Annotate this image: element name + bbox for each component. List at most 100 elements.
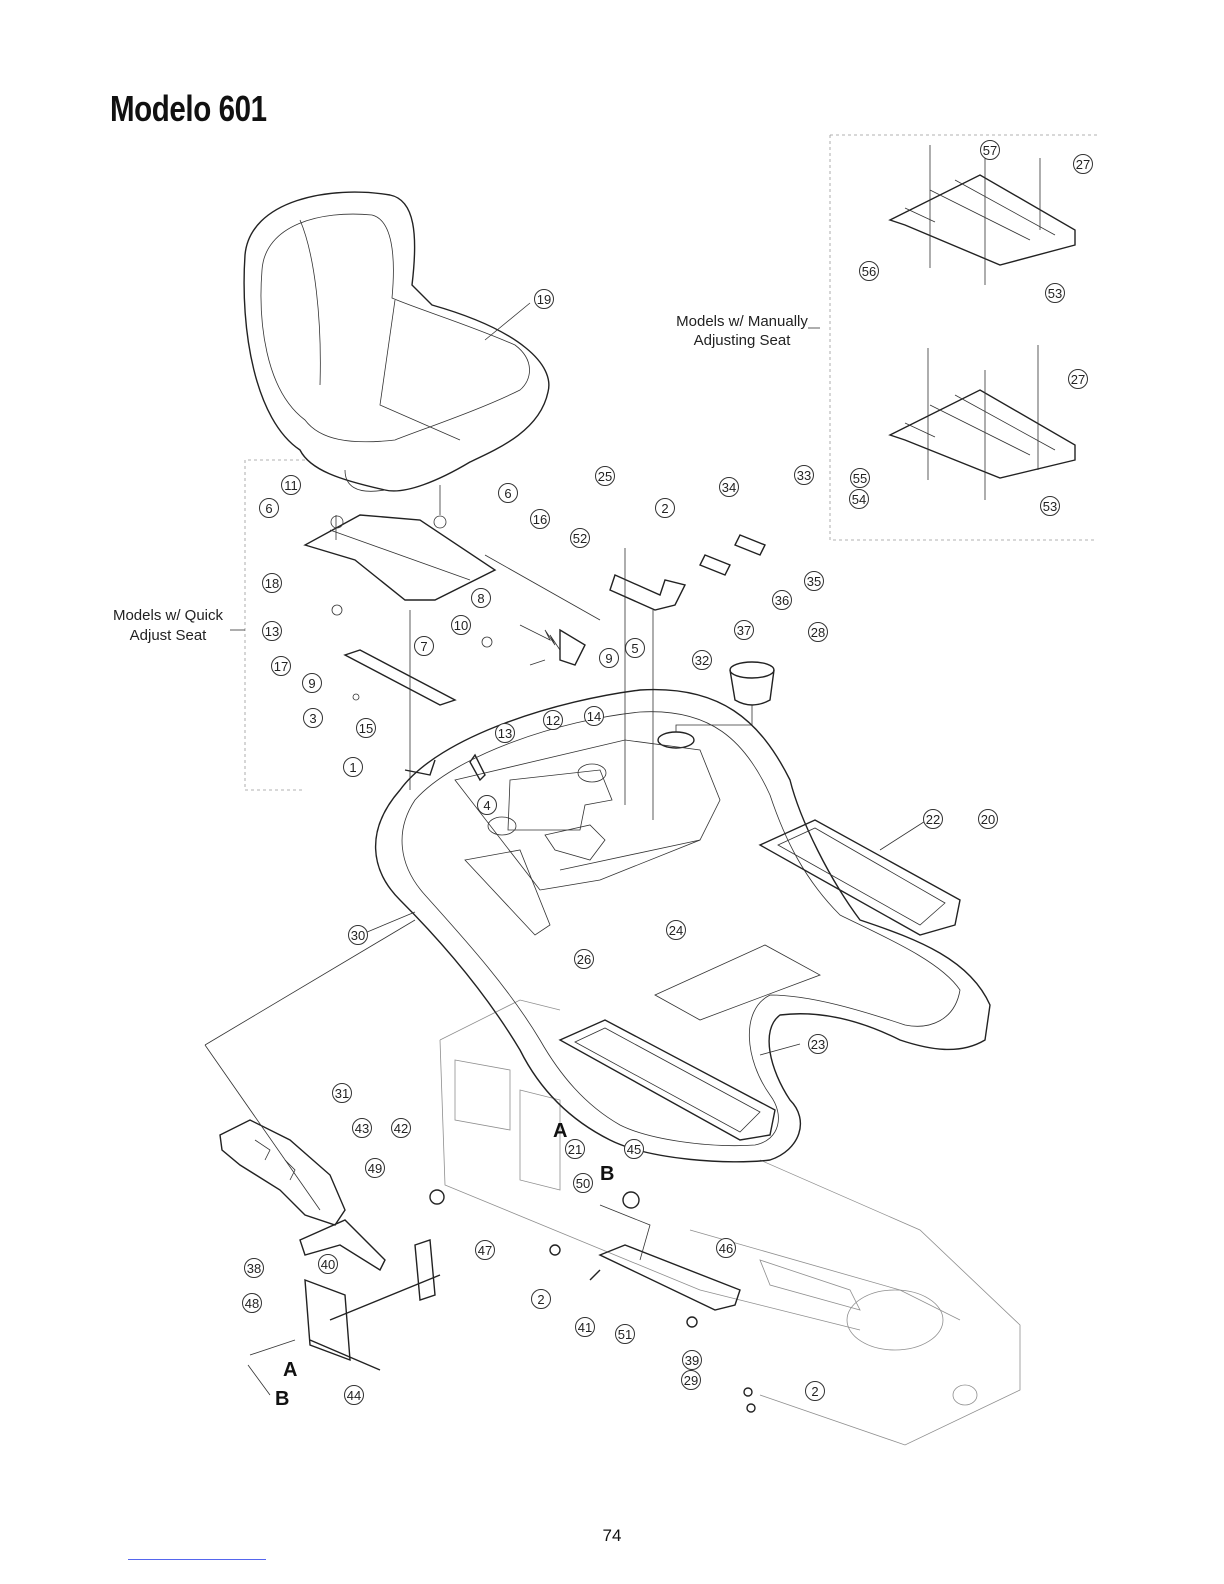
callout-21: 21 — [566, 1140, 585, 1159]
callout-24: 24 — [667, 921, 686, 940]
callout-26: 26 — [575, 950, 594, 969]
callout-number: 11 — [284, 478, 298, 493]
callout-number: 47 — [478, 1243, 492, 1258]
quick-seat-label-line2: Adjust Seat — [130, 627, 208, 644]
callout-number: 1 — [349, 760, 356, 775]
callout-16: 16 — [531, 510, 550, 529]
callout-number: 2 — [537, 1292, 544, 1307]
callout-number: 4 — [483, 798, 490, 813]
callout-number: 52 — [573, 531, 587, 546]
footer-rule — [128, 1559, 266, 1560]
callout-number: 15 — [359, 721, 373, 736]
link-bar-assembly — [430, 1190, 755, 1412]
callout-27: 27 — [1069, 370, 1088, 389]
callout-number: 6 — [504, 486, 511, 501]
callout-28: 28 — [809, 623, 828, 642]
letter-b-label-2: B — [275, 1388, 289, 1410]
callout-51: 51 — [616, 1325, 635, 1344]
callout-45: 45 — [625, 1140, 644, 1159]
callout-number: 27 — [1076, 157, 1090, 172]
callout-54: 54 — [850, 490, 869, 509]
callout-number: 25 — [598, 469, 612, 484]
callout-number: 28 — [811, 625, 825, 640]
letter-b-label: B — [600, 1163, 614, 1185]
callout-number: 46 — [719, 1241, 733, 1256]
callout-number: 54 — [852, 492, 866, 507]
manual-seat-inset-frame — [830, 135, 1097, 540]
callout-40: 40 — [319, 1255, 338, 1274]
callout-49: 49 — [366, 1159, 385, 1178]
callout-number: 39 — [685, 1353, 699, 1368]
manual-seat-label-line2: Adjusting Seat — [694, 332, 792, 349]
callout-number: 13 — [498, 726, 512, 741]
callout-57: 57 — [981, 141, 1000, 160]
callout-number: 48 — [245, 1296, 259, 1311]
seat-drawing — [244, 192, 549, 491]
callout-14: 14 — [585, 707, 604, 726]
label-leaders — [230, 303, 930, 1055]
callout-19: 19 — [535, 290, 554, 309]
seat-bracket-drawing — [305, 485, 495, 790]
callout-number: 36 — [775, 593, 789, 608]
callout-5: 5 — [626, 639, 645, 658]
callout-number: 8 — [477, 591, 484, 606]
callout-number: 49 — [368, 1161, 382, 1176]
callout-number: 41 — [578, 1320, 592, 1335]
callout-number: 22 — [926, 812, 940, 827]
callout-number: 6 — [265, 501, 272, 516]
callout-36: 36 — [773, 591, 792, 610]
callout-number: 51 — [618, 1327, 632, 1342]
callout-50: 50 — [574, 1174, 593, 1193]
callout-number: 33 — [797, 468, 811, 483]
callout-32: 32 — [693, 651, 712, 670]
callout-39: 39 — [683, 1351, 702, 1370]
callout-4: 4 — [478, 796, 497, 815]
callout-18: 18 — [263, 574, 282, 593]
callout-44: 44 — [345, 1386, 364, 1405]
callout-number: 12 — [546, 713, 560, 728]
callout-20: 20 — [979, 810, 998, 829]
callout-6: 6 — [499, 484, 518, 503]
callout-number: 50 — [576, 1176, 590, 1191]
callout-53: 53 — [1041, 497, 1060, 516]
callout-37: 37 — [735, 621, 754, 640]
callout-35: 35 — [805, 572, 824, 591]
callout-13: 13 — [496, 724, 515, 743]
callout-number: 2 — [661, 501, 668, 516]
callout-56: 56 — [860, 262, 879, 281]
callout-34: 34 — [720, 478, 739, 497]
callout-30: 30 — [349, 926, 368, 945]
callout-31: 31 — [333, 1084, 352, 1103]
callout-25: 25 — [596, 467, 615, 486]
callout-number: 29 — [684, 1373, 698, 1388]
chassis-frame — [440, 1000, 1020, 1445]
callout-11: 11 — [282, 476, 301, 495]
callout-number: 27 — [1071, 372, 1085, 387]
manual-seat-plates — [890, 145, 1075, 500]
page-number: 74 — [0, 1526, 1224, 1546]
callout-46: 46 — [717, 1239, 736, 1258]
callout-group: 5727565327555453191166161813179315171081… — [243, 141, 1093, 1405]
callout-number: 32 — [695, 653, 709, 668]
callout-number: 23 — [811, 1037, 825, 1052]
callout-22: 22 — [924, 810, 943, 829]
callout-8: 8 — [472, 589, 491, 608]
callout-number: 56 — [862, 264, 876, 279]
callout-number: 5 — [631, 641, 638, 656]
callout-17: 17 — [272, 657, 291, 676]
callout-23: 23 — [809, 1035, 828, 1054]
callout-7: 7 — [415, 637, 434, 656]
callout-48: 48 — [243, 1294, 262, 1313]
callout-33: 33 — [795, 466, 814, 485]
letter-a-label: A — [553, 1120, 567, 1142]
callout-number: 17 — [274, 659, 288, 674]
callout-number: 9 — [605, 651, 612, 666]
callout-number: 45 — [627, 1142, 641, 1157]
callout-number: 19 — [537, 292, 551, 307]
callout-number: 57 — [983, 143, 997, 158]
callout-number: 3 — [309, 711, 316, 726]
callout-number: 53 — [1048, 286, 1062, 301]
letter-a-label-2: A — [283, 1359, 297, 1381]
callout-29: 29 — [682, 1371, 701, 1390]
